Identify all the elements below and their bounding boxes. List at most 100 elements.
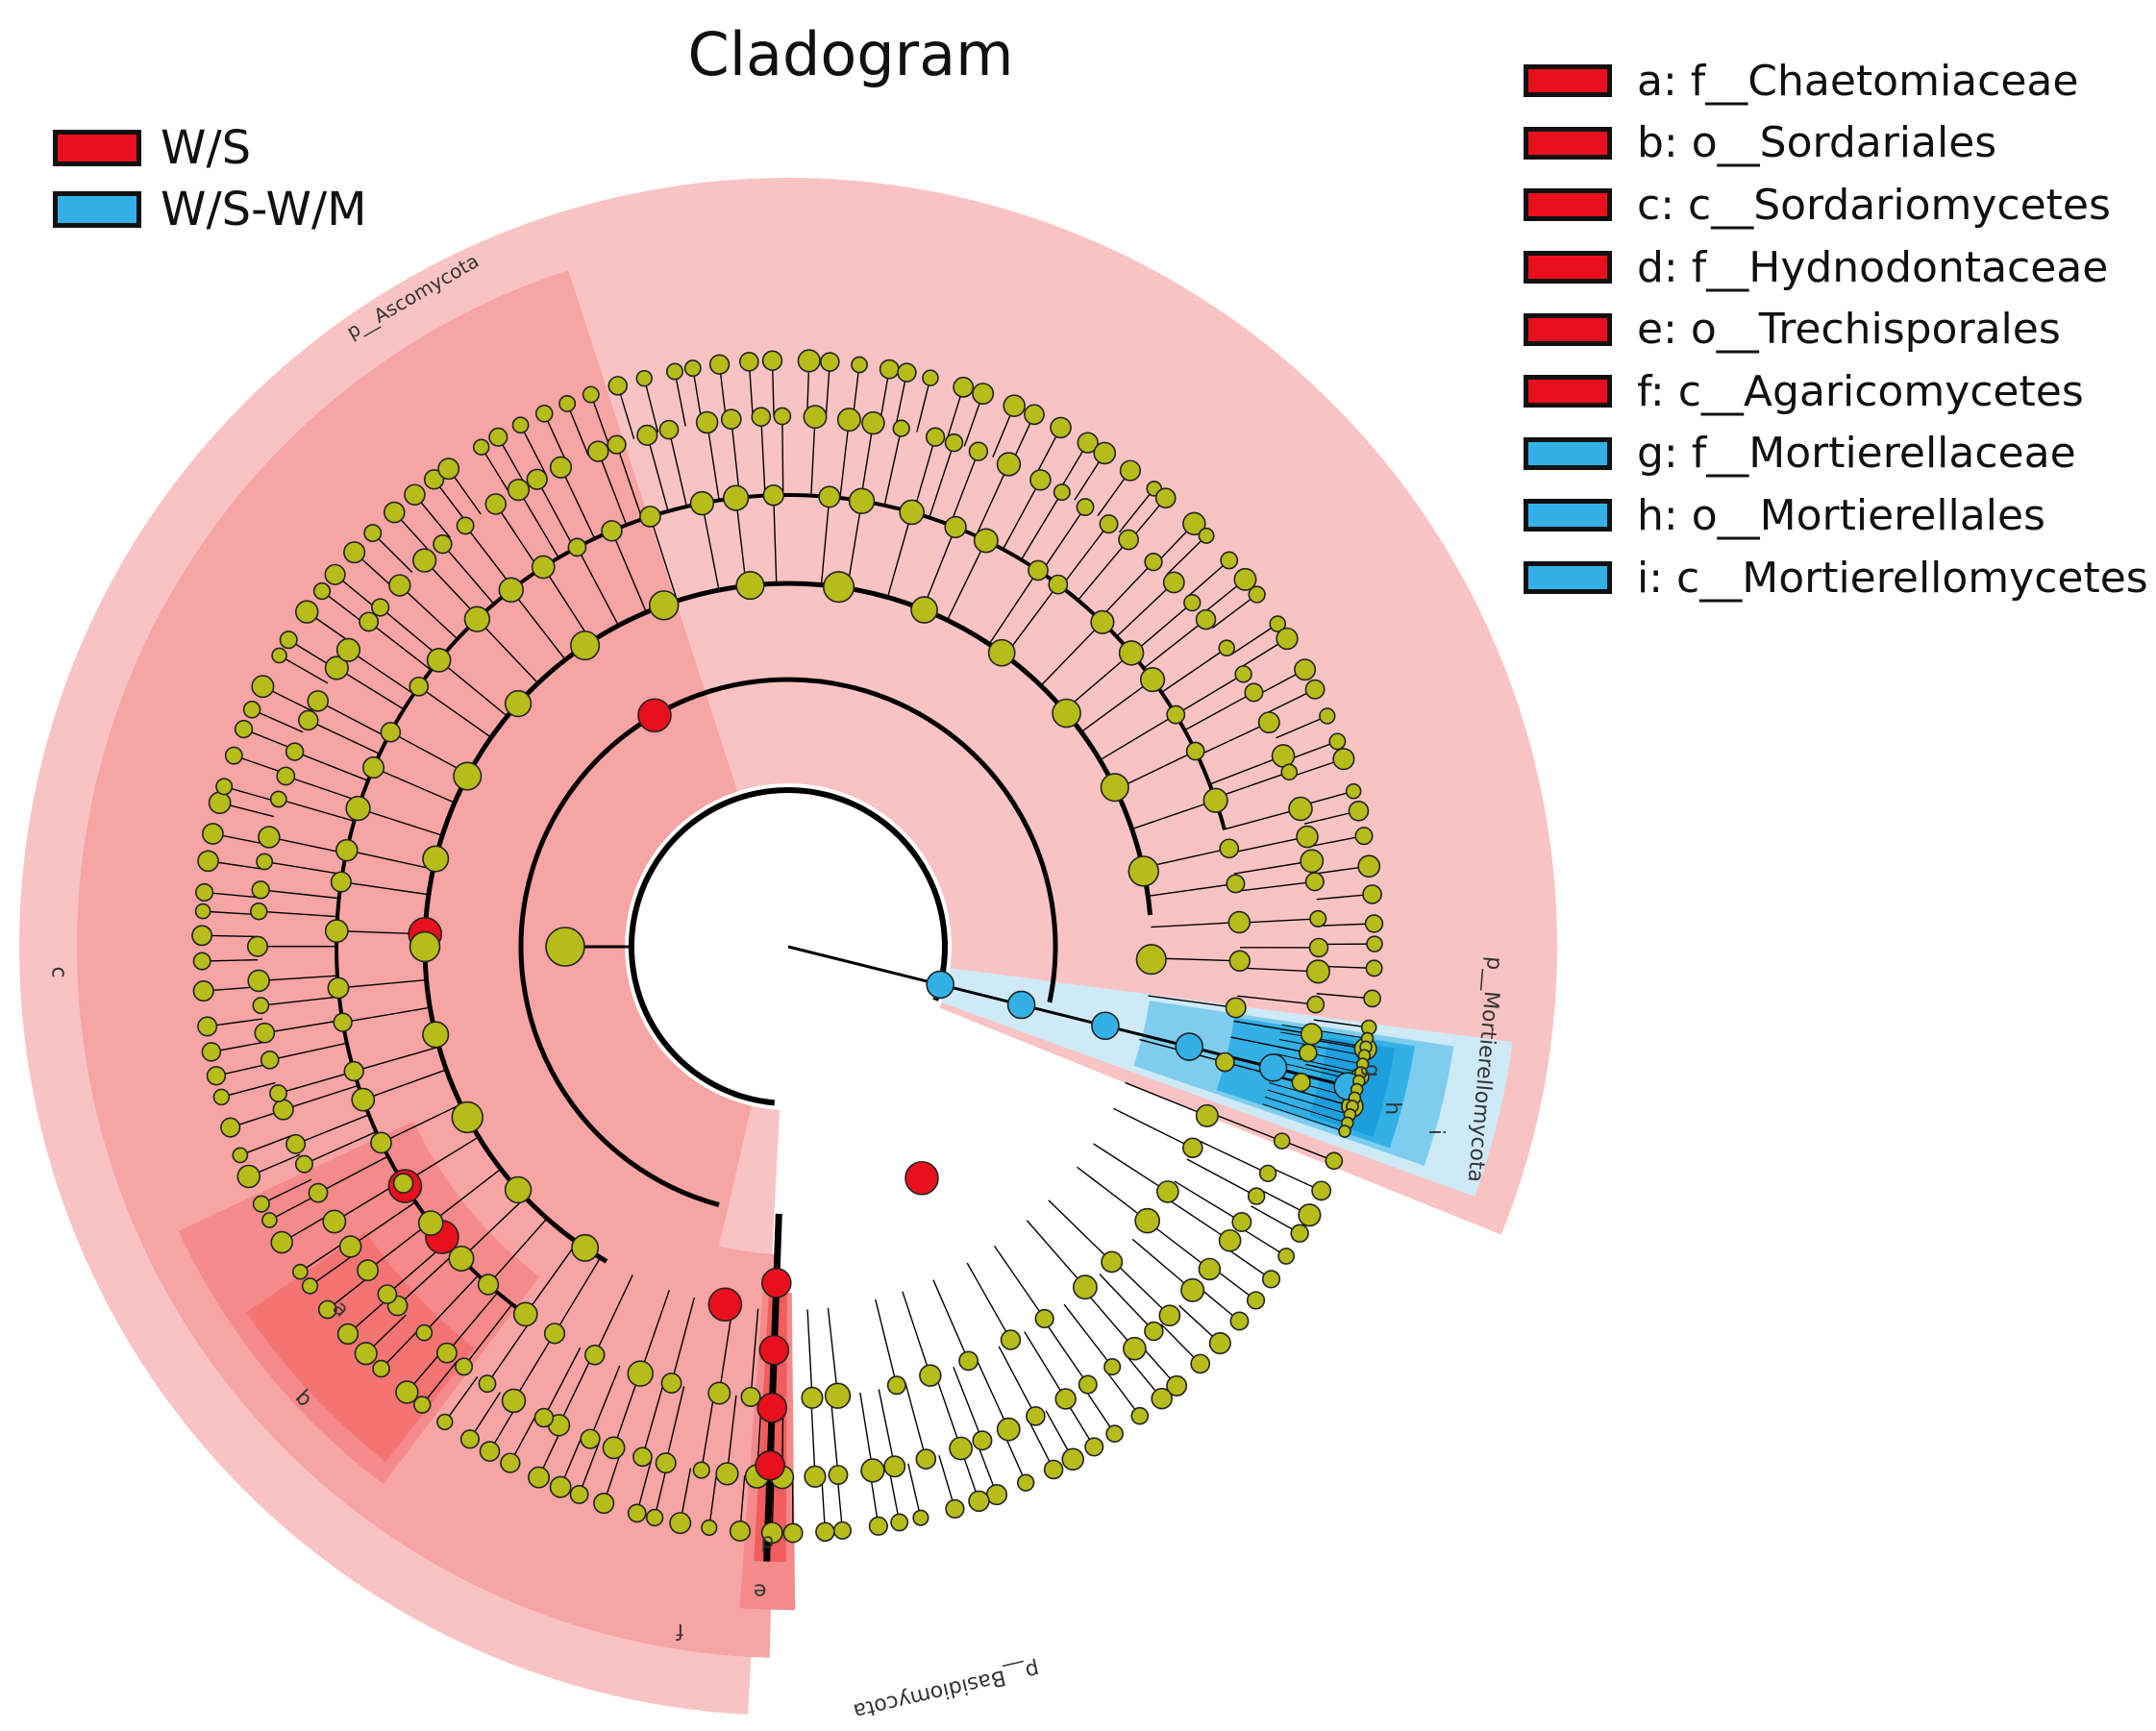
leaf-branch xyxy=(1237,995,1316,1005)
leaf-node xyxy=(689,490,715,516)
leaf-branch xyxy=(1214,771,1290,799)
leaf-branch xyxy=(260,996,339,1006)
leaf-branch xyxy=(1040,621,1103,686)
leaf-branch xyxy=(1163,1196,1230,1242)
leaf-node xyxy=(773,407,792,426)
leaf-branch xyxy=(610,531,648,613)
clade-legend-swatch xyxy=(1524,126,1612,160)
leaf-node xyxy=(507,478,531,502)
leaf-node xyxy=(1053,483,1071,502)
leaf-node xyxy=(1016,1473,1035,1492)
leaf-branch xyxy=(975,463,1010,536)
leaf-node xyxy=(417,1210,444,1236)
clade-legend-label: i: c__Mortierellomycetes xyxy=(1637,553,2148,603)
leaf-branch xyxy=(907,1463,922,1519)
leaf-node xyxy=(695,410,719,434)
leaf-branch xyxy=(1161,647,1227,693)
leaf-node xyxy=(201,1042,222,1062)
leaf-branch xyxy=(543,412,569,465)
leaf-node xyxy=(860,1458,885,1483)
leaf-node xyxy=(372,1359,390,1378)
leaf-node xyxy=(1190,1353,1211,1374)
leaf-node xyxy=(861,410,885,435)
leaf-node xyxy=(256,853,274,871)
leaf-node xyxy=(380,722,402,743)
leaf-node xyxy=(412,1396,432,1414)
leaf-node xyxy=(601,520,623,542)
leaf-node xyxy=(246,935,269,957)
leaf-node xyxy=(202,823,224,845)
leaf-branch xyxy=(1125,1081,1208,1117)
leaf-branch xyxy=(321,590,367,626)
leaf-branch xyxy=(1175,673,1244,716)
leaf-node xyxy=(1118,529,1139,551)
group-legend-swatch xyxy=(53,191,141,228)
leaf-branch xyxy=(1209,754,1284,785)
leaf-node xyxy=(1118,640,1145,666)
clade-legend-item: e: o__Trechisporales xyxy=(1524,298,2148,360)
leaf-branch xyxy=(1024,1331,1067,1399)
leaf-node xyxy=(234,719,254,739)
leaf-node xyxy=(1028,559,1049,581)
leaf-branch xyxy=(299,1240,348,1273)
leaf-branch xyxy=(418,685,492,738)
leaf-node xyxy=(587,440,609,462)
leaf-branch xyxy=(1131,800,1216,830)
leaf-node xyxy=(549,1475,572,1498)
leaf-branch xyxy=(517,489,559,558)
order-node xyxy=(504,1175,533,1204)
mortierellomycota-leaf-branch xyxy=(1277,1046,1363,1065)
leaf-branch xyxy=(1112,1260,1171,1317)
leaf-branch xyxy=(1042,1319,1089,1385)
leaf-branch xyxy=(706,422,720,501)
leaf-node xyxy=(985,1484,1008,1506)
leaf-branch xyxy=(975,1357,1009,1430)
leaf-node xyxy=(301,1277,319,1295)
leaf-node xyxy=(1195,1103,1219,1127)
leaf-branch xyxy=(340,880,430,896)
leaf-node xyxy=(944,433,964,453)
leaf-node xyxy=(371,598,390,617)
leaf-branch xyxy=(278,798,355,822)
leaf-node xyxy=(370,1131,392,1154)
leaf-node xyxy=(197,1016,218,1037)
leaf-node xyxy=(276,766,296,786)
leaf-branch xyxy=(643,378,659,433)
leaf-node xyxy=(251,675,275,699)
leaf-branch xyxy=(285,775,361,803)
leaf-node xyxy=(1233,567,1257,591)
leaf-node xyxy=(197,850,219,873)
leaf-node xyxy=(409,676,430,697)
leaf-branch xyxy=(259,975,338,982)
leaf-node xyxy=(1219,838,1240,859)
leaf-node xyxy=(498,577,525,604)
clade-legend-label: a: f__Chaetomiaceae xyxy=(1637,56,2079,106)
leaf-node xyxy=(1198,1257,1222,1281)
leaf-node xyxy=(437,457,460,481)
leaf-node xyxy=(627,1360,654,1387)
leaf-node xyxy=(1234,665,1252,683)
leaf-node xyxy=(580,1428,601,1449)
leaf-node xyxy=(1183,593,1202,612)
clade-legend-swatch xyxy=(1524,375,1612,408)
clade-legend-item: b: o__Sordariales xyxy=(1524,112,2148,175)
leaf-node xyxy=(333,1012,353,1032)
leaf-node xyxy=(258,826,281,849)
leaf-node xyxy=(412,548,437,573)
leaf-node xyxy=(1338,1125,1351,1138)
leaf-branch xyxy=(615,444,643,520)
leaf-node xyxy=(1154,487,1177,509)
leaf-node xyxy=(782,1522,804,1544)
order-node xyxy=(453,761,483,791)
leaf-node xyxy=(1362,884,1382,904)
leaf-node xyxy=(388,574,411,597)
leaf-node xyxy=(828,1465,849,1486)
leaf-node xyxy=(463,606,491,632)
leaf-node xyxy=(824,1382,852,1409)
leaf-branch xyxy=(423,1274,480,1334)
leaf-node xyxy=(1050,416,1072,439)
leaf-branch xyxy=(846,501,863,589)
leaf-node xyxy=(720,408,742,431)
mortierellomycota-leaf-branch xyxy=(1278,1039,1365,1056)
leaf-branch xyxy=(830,1396,839,1475)
